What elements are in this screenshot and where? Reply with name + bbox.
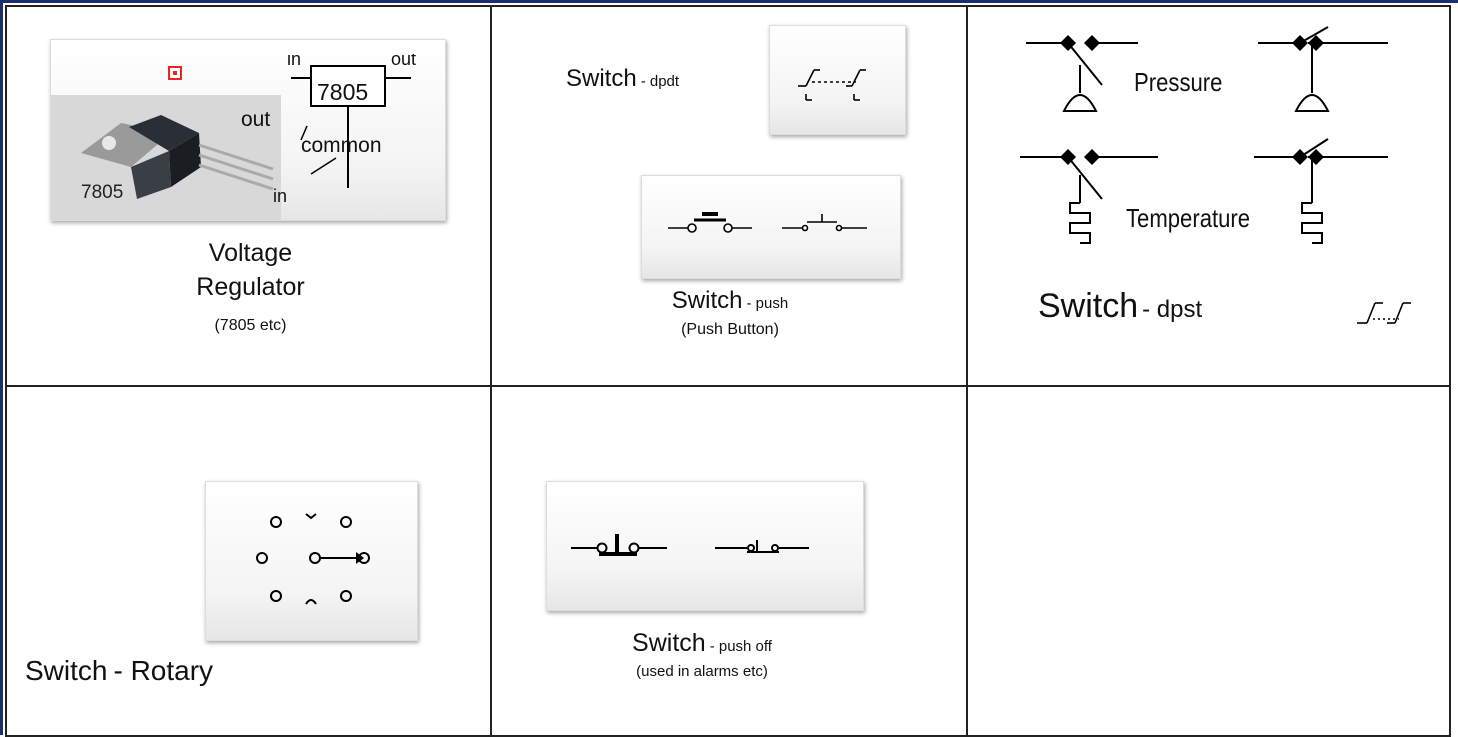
switch-push-off-symbol [571, 534, 809, 556]
switch-rotary-suffix: - Rotary [113, 655, 214, 686]
switch-dpst-symbol [1357, 302, 1411, 324]
photo-pin-in-label: in [273, 186, 288, 206]
voltage-regulator-title-line2: Regulator [196, 273, 305, 301]
cell-switch-dpst: Pressure Temperature Switch- dpst [966, 5, 1451, 387]
switch-dpst-suffix: - dpst [1142, 296, 1203, 323]
cell-switch-dpdt-push: Switch- dpdt [490, 5, 968, 387]
cell-voltage-regulator: 7805 in out in out 7805 common Voltage R… [5, 5, 492, 387]
switch-push-off-subtitle: (used in alarms etc) [636, 663, 768, 680]
switch-push-off-panel [546, 481, 864, 611]
cell-switch-rotary: Switch- Rotary [5, 385, 492, 737]
symbol-table: 7805 in out in out 7805 common Voltage R… [5, 5, 1453, 737]
switch-push-name: Switch [671, 287, 743, 314]
switch-rotary-panel [205, 481, 418, 641]
switch-push-subtitle: (Push Button) [681, 321, 779, 338]
regulator-schematic [291, 65, 411, 188]
switch-dpdt-symbol [798, 69, 866, 101]
switch-dpdt-caption: Switch- dpdt [566, 65, 679, 93]
regulator-photo [51, 95, 281, 220]
pin-in-label: in [287, 54, 302, 66]
switch-rotary-caption: Switch- Rotary [25, 655, 213, 687]
red-marker-icon [168, 66, 182, 80]
temperature-label: Temperature [1126, 203, 1251, 233]
switch-dpdt-suffix: - dpdt [640, 73, 680, 90]
switch-push-caption: Switch- push [492, 287, 968, 315]
pressure-switch-symbols [1020, 26, 1388, 244]
chip-label: 7805 [317, 79, 369, 105]
switch-push-off-caption: Switch- push off [492, 629, 912, 658]
switch-dpst-name: Switch [1038, 287, 1139, 325]
voltage-regulator-subtitle: (7805 etc) [214, 317, 287, 334]
pin-out-label: out [241, 108, 271, 131]
cell-switch-push-off: Switch- push off (used in alarms etc) [490, 385, 968, 737]
switch-rotary-name: Switch [25, 655, 108, 686]
voltage-regulator-panel: 7805 in out in out 7805 common [50, 39, 446, 221]
switch-rotary-symbol [256, 513, 370, 605]
switch-dpst-caption: Switch- dpst [1038, 287, 1202, 326]
switch-push-off-suffix: - push off [709, 638, 772, 655]
pin-common-label: common [301, 134, 382, 157]
switch-dpdt-name: Switch [566, 65, 637, 92]
photo-label: 7805 [81, 182, 124, 203]
switch-dpdt-panel [769, 25, 906, 135]
cell-empty [966, 385, 1451, 737]
pressure-label: Pressure [1134, 67, 1223, 97]
switch-push-suffix: - push [746, 295, 789, 312]
switch-push-off-name: Switch [632, 629, 706, 657]
switch-push-panel [641, 175, 901, 279]
switch-push-symbol [668, 212, 867, 233]
pin-out-top-label: out [391, 54, 417, 66]
voltage-regulator-title-line1: Voltage [208, 239, 293, 267]
